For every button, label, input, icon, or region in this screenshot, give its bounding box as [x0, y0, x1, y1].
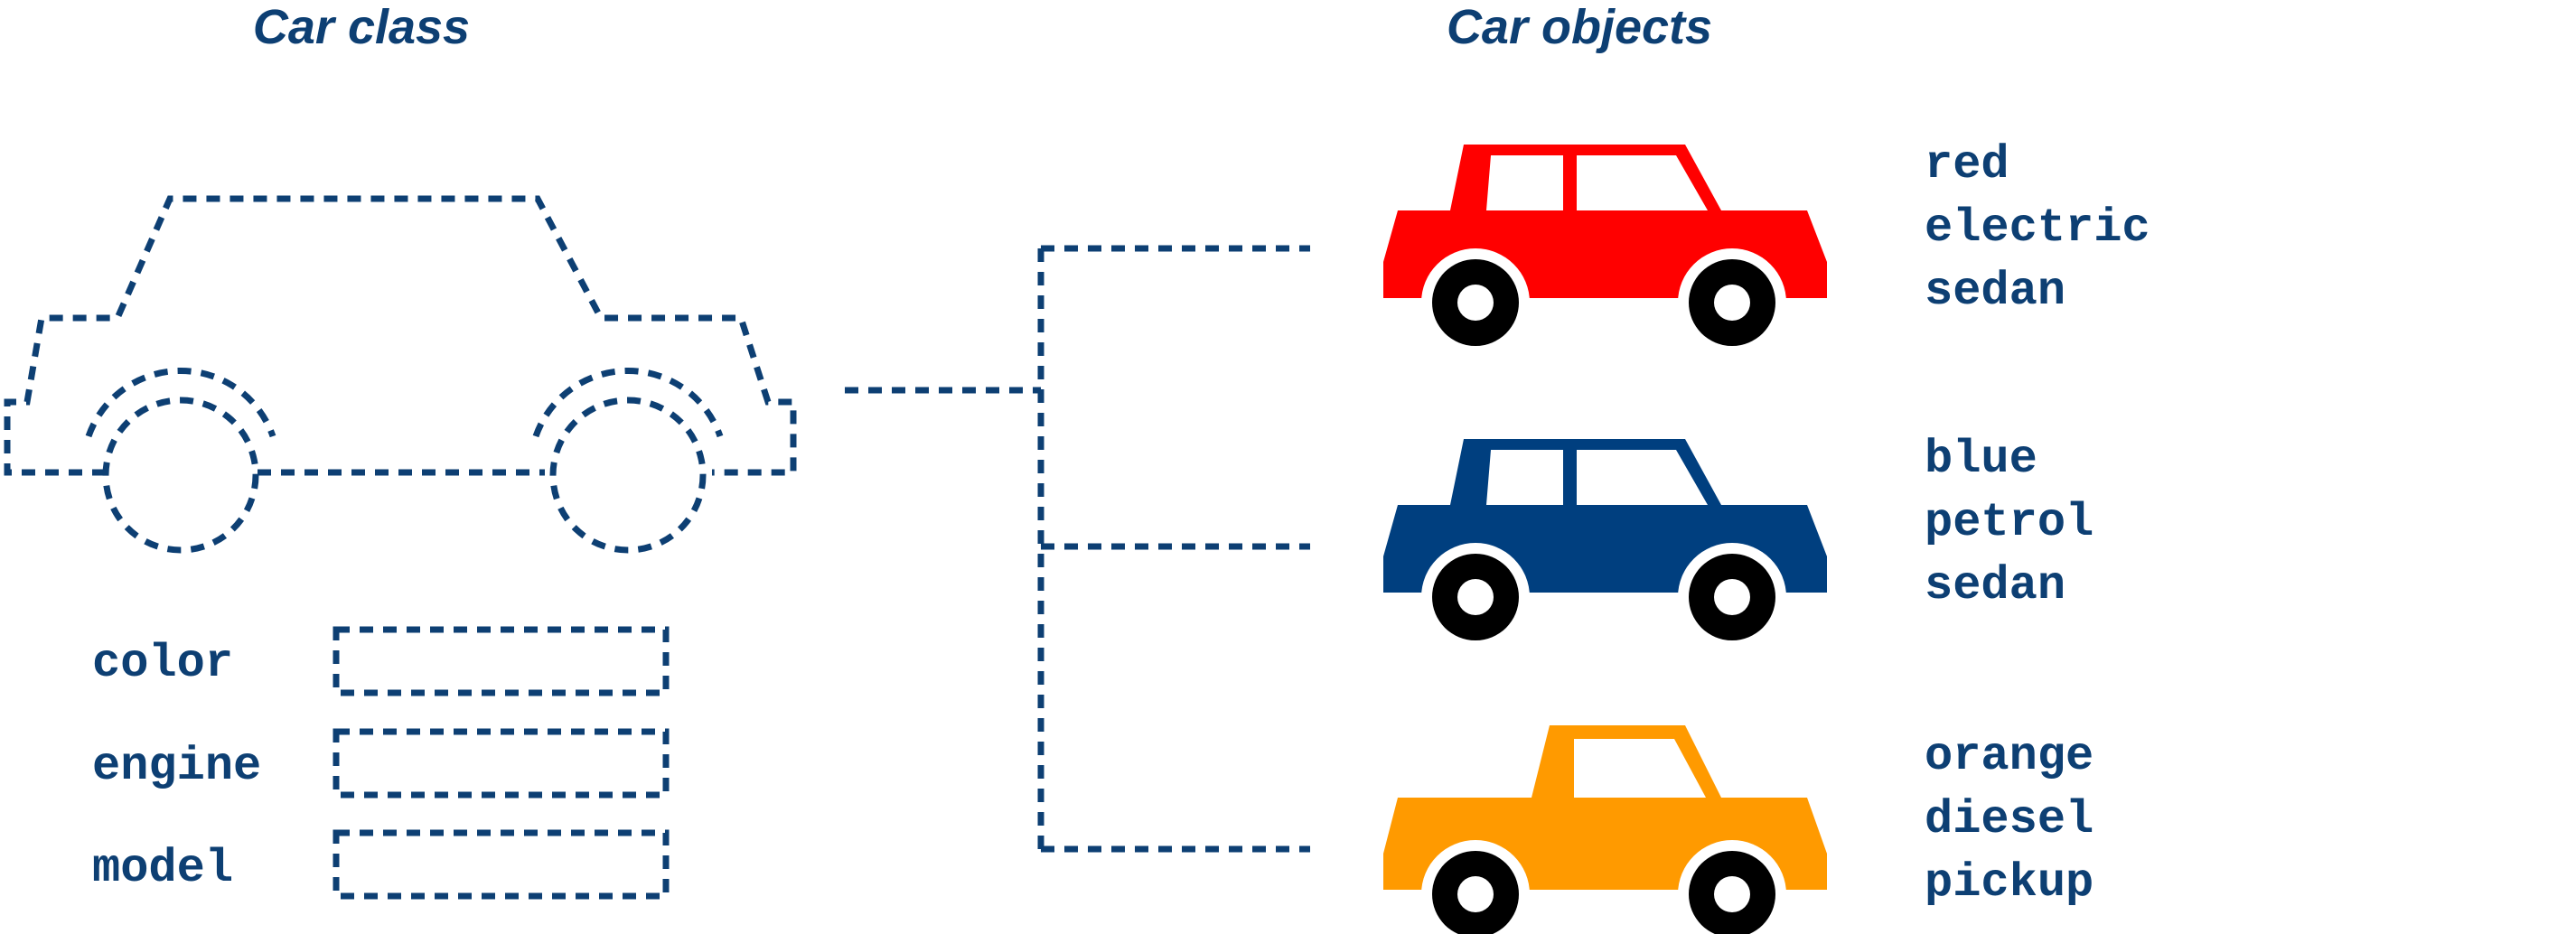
- car-object-blue: blue petrol sedan: [1383, 433, 2094, 651]
- car-class-outline-icon: [4, 195, 797, 554]
- object-prop-color: blue: [1925, 433, 2037, 486]
- field-box-engine: [333, 728, 670, 799]
- class-fields: color engine model: [92, 626, 670, 900]
- field-label-engine: engine: [92, 740, 261, 793]
- object-prop-engine: petrol: [1925, 496, 2094, 549]
- object-prop-engine: electric: [1925, 201, 2150, 255]
- object-prop-color: orange: [1925, 730, 2094, 783]
- object-prop-engine: diesel: [1925, 793, 2094, 846]
- car-objects-title: Car objects: [1447, 0, 1712, 54]
- object-prop-model: pickup: [1925, 856, 2094, 910]
- field-label-model: model: [92, 842, 233, 895]
- object-prop-model: sedan: [1925, 265, 2065, 318]
- car-object-orange: orange diesel pickup: [1383, 725, 2094, 934]
- red-sedan-icon: [1383, 145, 1827, 357]
- field-label-color: color: [92, 637, 233, 690]
- field-box-model: [333, 829, 670, 900]
- object-prop-color: red: [1925, 138, 2009, 191]
- orange-pickup-icon: [1383, 725, 1827, 934]
- blue-sedan-icon: [1383, 439, 1827, 651]
- object-prop-model: sedan: [1925, 559, 2065, 612]
- car-object-red: red electric sedan: [1383, 138, 2150, 357]
- instance-connector: [845, 245, 1310, 853]
- field-box-color: [333, 626, 670, 696]
- car-class-title: Car class: [253, 0, 470, 54]
